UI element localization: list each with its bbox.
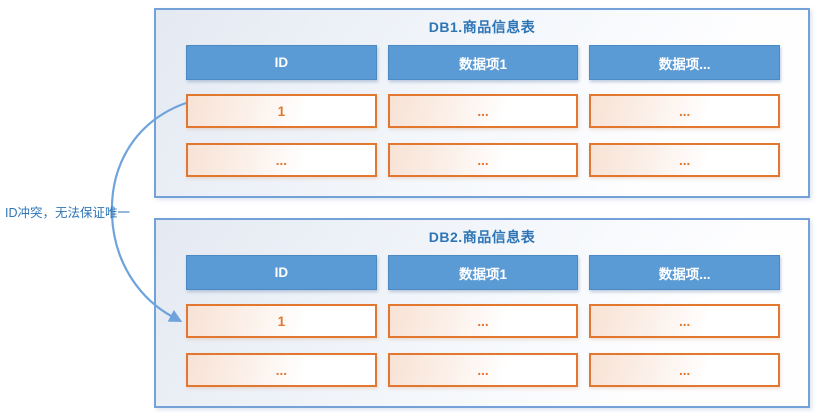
db1-table-title: DB1.商品信息表 <box>428 19 536 35</box>
db1-row2-dataitem1: ... <box>387 143 579 177</box>
db1-row2-id: ... <box>186 143 377 177</box>
db2-row-2: ... ... ... <box>186 353 781 387</box>
db1-row-2: ... ... ... <box>186 143 781 177</box>
db1-row1-id: 1 <box>186 94 377 128</box>
db2-row1-dataitem1: ... <box>387 304 579 338</box>
db2-header-id: ID <box>186 255 377 290</box>
db1-header-dataitem-more: 数据项... <box>589 45 781 80</box>
db2-header-row: ID 数据项1 数据项... <box>186 255 781 290</box>
conflict-label: ID冲突，无法保证唯一 <box>5 206 131 220</box>
db2-header-dataitem1: 数据项1 <box>387 255 579 290</box>
db2-row1-id: 1 <box>186 304 377 338</box>
db1-header-id: ID <box>186 45 377 80</box>
db1-row1-dataitem1: ... <box>387 94 579 128</box>
db2-row-1: 1 ... ... <box>186 304 781 338</box>
db1-header-dataitem1: 数据项1 <box>387 45 579 80</box>
db2-row2-id: ... <box>186 353 377 387</box>
db2-table-title: DB2.商品信息表 <box>428 229 536 245</box>
db2-row1-dataitem-more: ... <box>589 304 781 338</box>
db2-row2-dataitem-more: ... <box>589 353 781 387</box>
db2-header-dataitem-more: 数据项... <box>589 255 781 290</box>
db1-table: DB1.商品信息表 ID 数据项1 数据项... 1 ... ... ... .… <box>154 8 810 198</box>
db1-row1-dataitem-more: ... <box>589 94 781 128</box>
db2-table: DB2.商品信息表 ID 数据项1 数据项... 1 ... ... ... .… <box>154 218 810 408</box>
db1-header-row: ID 数据项1 数据项... <box>186 45 781 80</box>
db1-row2-dataitem-more: ... <box>589 143 781 177</box>
db1-row-1: 1 ... ... <box>186 94 781 128</box>
db2-row2-dataitem1: ... <box>387 353 579 387</box>
